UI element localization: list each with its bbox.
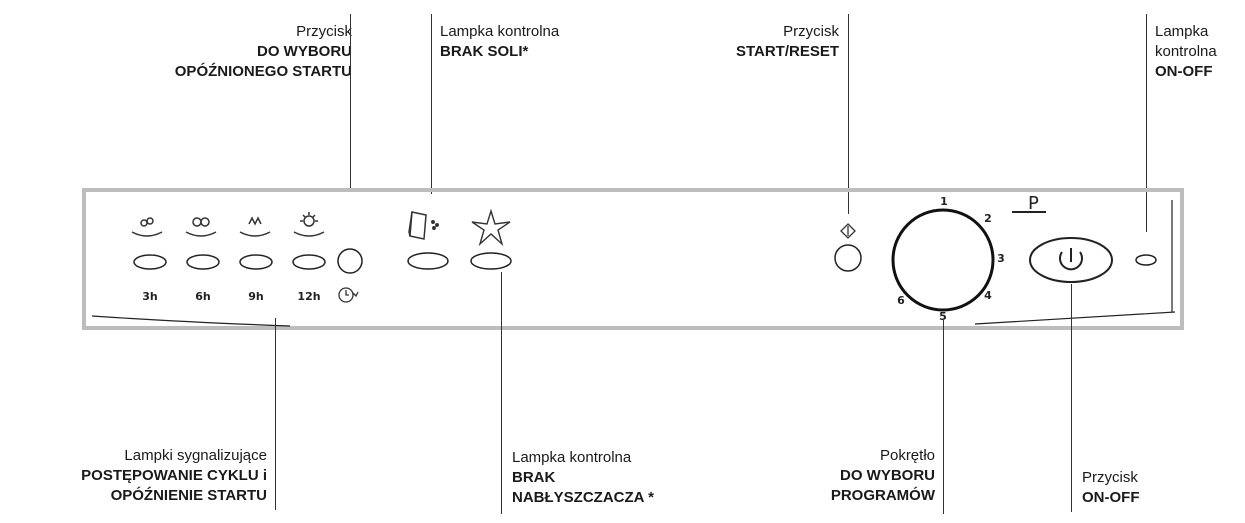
start-reset-icon <box>840 223 856 239</box>
leader-line-program-knob <box>943 320 944 514</box>
label-rinse-aid-lamp: Lampka kontrolna BRAK NABŁYSZCZACZA * <box>512 449 654 506</box>
label-onoff-lamp: Lampka kontrolna ON-OFF <box>1155 23 1217 80</box>
panel-bottom-curve-left <box>91 315 291 327</box>
dial-number-3: 3 <box>997 252 1005 265</box>
program-mark: P <box>1028 193 1039 214</box>
leader-line-rinse-aid <box>501 272 502 514</box>
power-icon <box>1059 248 1083 271</box>
program-knob[interactable] <box>891 208 995 312</box>
delay-time-12h: 12h <box>297 290 320 303</box>
leader-line-start-reset <box>848 14 849 214</box>
label-salt-lamp: Lampka kontrolna BRAK SOLI* <box>440 23 560 60</box>
panel-frame <box>82 188 1184 330</box>
panel-bottom-curve-right <box>974 311 1176 325</box>
dial-number-6: 6 <box>897 294 905 307</box>
delay-time-9h: 9h <box>248 290 264 303</box>
salt-icon <box>408 211 439 240</box>
cycle-icon-3 <box>239 216 271 237</box>
dial-number-4: 4 <box>984 289 992 302</box>
delay-time-6h: 6h <box>195 290 211 303</box>
rinse-aid-lamp <box>470 252 512 270</box>
label-start-reset: Przycisk START/RESET <box>735 23 839 60</box>
label-onoff-button: Przycisk ON-OFF <box>1082 469 1140 506</box>
on-off-lamp <box>1135 254 1157 266</box>
clock-delay-icon <box>338 287 359 303</box>
start-reset-button[interactable] <box>834 244 862 272</box>
leader-line-cycle-lamps <box>275 318 276 510</box>
cycle-lamp-2 <box>186 254 220 270</box>
salt-lamp <box>407 252 449 270</box>
delay-start-button[interactable] <box>337 248 363 274</box>
rinse-aid-star-icon <box>471 208 511 247</box>
leader-line-onoff-button <box>1071 284 1072 512</box>
cycle-icon-4 <box>293 212 325 237</box>
leader-line-delay-button <box>350 14 351 192</box>
dial-number-1: 1 <box>940 195 948 208</box>
leader-line-onoff-lamp <box>1146 14 1147 232</box>
label-program-knob: Pokrętło DO WYBORU PROGRAMÓW <box>830 447 935 504</box>
leader-line-salt-lamp <box>431 14 432 194</box>
label-delay-button: Przycisk DO WYBORU OPÓŹNIONEGO STARTU <box>174 23 352 80</box>
delay-time-3h: 3h <box>142 290 158 303</box>
cycle-lamp-1 <box>133 254 167 270</box>
dial-number-5: 5 <box>939 310 947 323</box>
cycle-icon-2 <box>185 217 217 237</box>
dial-number-2: 2 <box>984 212 992 225</box>
label-cycle-lamps: Lampki sygnalizujące POSTĘPOWANIE CYKLU … <box>81 447 267 504</box>
cycle-lamp-3 <box>239 254 273 270</box>
cycle-icon-1 <box>131 217 163 237</box>
cycle-lamp-4 <box>292 254 326 270</box>
